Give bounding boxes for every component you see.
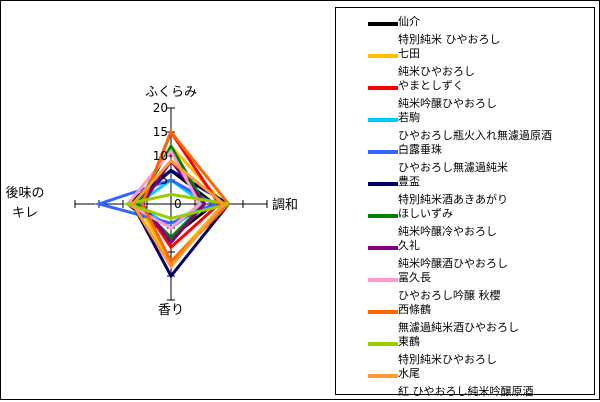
legend-swatch	[368, 22, 398, 26]
legend-item: 仙介特別純米 ひやおろし	[336, 14, 594, 50]
legend-item: ほしいずみ純米吟醸冷やおろし	[336, 206, 594, 242]
legend-name: 東鶴	[398, 335, 420, 348]
axis-label-up: ふくらみ	[145, 85, 197, 100]
legend-sub: 特別純米 ひやおろし	[398, 33, 501, 46]
legend-name: 冨久長	[398, 271, 431, 284]
legend-swatch	[368, 214, 398, 218]
legend-sub: 特別純米ひやおろし	[398, 353, 497, 366]
series-10-line	[140, 129, 231, 265]
legend-item: 若駒ひやおろし瓶火入れ無濾過原酒	[336, 110, 594, 146]
legend-swatch	[368, 342, 398, 346]
tick-label: 20	[153, 101, 168, 115]
legend-item: 七田純米ひやおろし	[336, 46, 594, 82]
legend-swatch	[368, 310, 398, 314]
legend-swatch	[368, 86, 398, 90]
legend-name: 豊盃	[398, 175, 420, 188]
axis-label-left: 後味の	[5, 186, 44, 201]
legend-sub: 純米吟醸酒ひやおろし	[398, 257, 508, 270]
legend-item: やまとしずく純米吟醸ひやおろし	[336, 78, 594, 114]
axis-label-right: 調和	[272, 198, 298, 213]
legend-swatch	[368, 150, 398, 154]
legend-sub: 純米吟醸ひやおろし	[398, 97, 497, 110]
legend: 仙介特別純米 ひやおろし七田純米ひやおろしやまとしずく純米吟醸ひやおろし若駒ひや…	[335, 7, 595, 398]
legend-name: 久礼	[398, 239, 420, 252]
legend-sub: 無濾過純米酒ひやおろし	[398, 321, 519, 334]
legend-item: 西條鶴無濾過純米酒ひやおろし	[336, 302, 594, 338]
legend-name: 水尾	[398, 367, 420, 380]
legend-sub: ひやおろし無濾過純米	[398, 161, 508, 174]
legend-swatch	[368, 278, 398, 282]
legend-name: やまとしずく	[398, 79, 464, 92]
legend-item: 白露垂珠ひやおろし無濾過純米	[336, 142, 594, 178]
legend-item: 久礼純米吟醸酒ひやおろし	[336, 238, 594, 274]
legend-item: 豊盃特別純米酒あきあがり	[336, 174, 594, 210]
legend-sub: 純米ひやおろし	[398, 65, 475, 78]
legend-name: ほしいずみ	[398, 207, 453, 220]
legend-swatch	[368, 182, 398, 186]
tick-label: 15	[153, 125, 168, 139]
axis-label-left: キレ	[12, 206, 38, 221]
tick-label: 10	[153, 149, 168, 163]
legend-name: 西條鶴	[398, 303, 431, 316]
legend-sub: 純米吟醸冷やおろし	[398, 225, 497, 238]
legend-sub: 特別純米酒あきあがり	[398, 193, 508, 206]
legend-sub: ひやおろし吟醸 秋櫻	[398, 289, 501, 302]
legend-name: 七田	[398, 47, 420, 60]
series-9-line	[125, 148, 202, 230]
legend-name: 若駒	[398, 111, 420, 124]
radar-tick-labels: 05 10 15 20	[153, 101, 182, 211]
tick-label: 5	[160, 173, 168, 187]
legend-swatch	[368, 54, 398, 58]
series-11-line	[122, 192, 229, 220]
legend-sub: ひやおろし瓶火入れ無濾過原酒	[398, 129, 552, 142]
legend-sub: 紅 ひやおろし純米吟醸原酒	[398, 385, 534, 398]
legend-name: 白露垂珠	[398, 143, 442, 156]
legend-swatch	[368, 118, 398, 122]
axis-label-down: 香り	[158, 303, 184, 318]
legend-name: 仙介	[398, 15, 420, 28]
legend-swatch	[368, 374, 398, 378]
legend-item: 冨久長ひやおろし吟醸 秋櫻	[336, 270, 594, 306]
legend-item: 水尾紅 ひやおろし純米吟醸原酒	[336, 366, 594, 402]
legend-swatch	[368, 246, 398, 250]
radar-series	[93, 128, 231, 279]
legend-item: 東鶴特別純米ひやおろし	[336, 334, 594, 370]
tick-label: 0	[174, 197, 182, 211]
series-12-line	[130, 158, 226, 269]
